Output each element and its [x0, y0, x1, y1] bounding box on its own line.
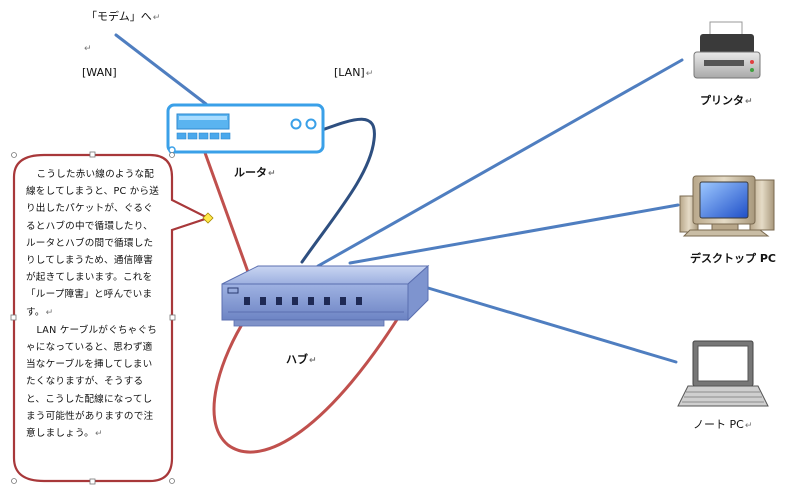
loop-lines	[202, 148, 410, 454]
callout-paragraph-1: こうした赤い線のような配線をしてしまうと、PC から送り出したパケットが、ぐるぐ…	[26, 169, 159, 318]
router-hub-loop-line	[202, 148, 250, 274]
hub-desktop-line	[348, 203, 680, 265]
callout-text: こうした赤い線のような配線をしてしまうと、PC から送り出したパケットが、ぐるぐ…	[26, 166, 162, 443]
printer-label: プリンタ↵	[700, 94, 753, 107]
desktop-pc-icon	[679, 175, 775, 237]
notebook-pc-icon	[677, 340, 769, 407]
selection-handles	[10, 151, 176, 485]
adjust-handle[interactable]	[202, 212, 214, 224]
router-hub-lan-cable	[300, 117, 376, 264]
connection-lines	[114, 33, 684, 364]
wan-label: [WAN]	[82, 66, 117, 79]
printer-icon	[693, 21, 761, 79]
modem-label: 「モデム」へ↵	[86, 10, 161, 23]
callout-box	[10, 151, 214, 485]
callout-paragraph-2: LAN ケーブルがぐちゃぐちゃになっていると、思わず適当なケーブルを挿してしまい…	[26, 324, 158, 440]
router-label: ルータ↵	[234, 166, 276, 179]
router-icon	[166, 103, 325, 154]
wan-line	[114, 33, 208, 106]
desktop-pc-label: デスクトップ PC	[690, 252, 776, 265]
hub-printer-line	[316, 58, 684, 268]
lan-label: [LAN]↵	[334, 66, 374, 79]
notebook-pc-label: ノート PC↵	[693, 418, 753, 431]
hub-label: ハブ↵	[286, 353, 317, 366]
hub-notebook-line	[406, 280, 678, 364]
hub-icon	[221, 264, 430, 327]
paragraph-mark: ↵	[84, 44, 92, 54]
hub-loop-cable	[212, 300, 410, 454]
